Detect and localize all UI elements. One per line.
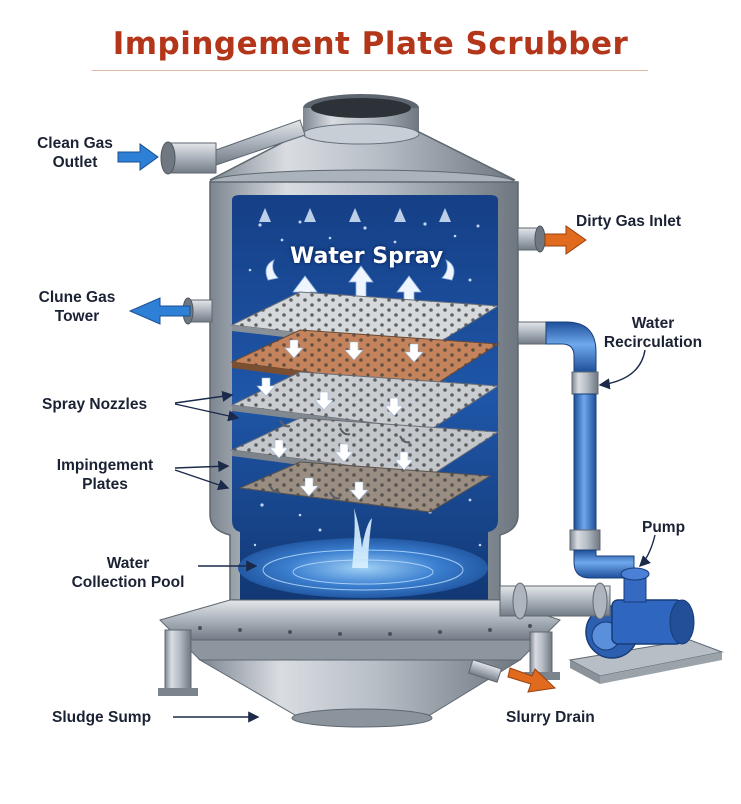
recirculation-pipe [517, 321, 635, 579]
title-underline [92, 70, 648, 71]
dirty-gas-inlet-label: Dirty Gas Inlet [576, 213, 682, 230]
pump-suction-pipe [499, 582, 611, 620]
inlet-arrow-icon [507, 225, 587, 693]
spray-nozzles-label: Spray Nozzles [42, 396, 148, 413]
dirty-gas-inlet-nozzle [517, 225, 546, 253]
clune-gas-tower-label: Clune Gas Tower [38, 289, 116, 325]
water-collection-pool-label: Water Collection Pool [71, 555, 185, 591]
slurry-drain-label: Slurry Drain [506, 709, 595, 726]
sludge-sump-label: Sludge Sump [52, 709, 152, 726]
water-recirculation-label: Water Recirculation [603, 315, 703, 351]
outlet-arrow-icon [117, 143, 191, 325]
slurry-drain-pipe [467, 659, 503, 683]
pump-label: Pump [642, 519, 686, 536]
vessel-base [158, 599, 561, 728]
pump-icon [568, 567, 724, 684]
diagram-title: Impingement Plate Scrubber [112, 26, 629, 62]
clean-gas-outlet-pipe [160, 119, 306, 175]
plate-5 [238, 461, 492, 513]
water-spray-label: Water Spray [290, 244, 444, 269]
impingement-plates [230, 291, 500, 513]
impingement-plates-label: Impingement Plates [56, 457, 154, 493]
clean-gas-outlet-label: Clean Gas Outlet [37, 135, 113, 171]
water-collection-pool [238, 508, 488, 598]
